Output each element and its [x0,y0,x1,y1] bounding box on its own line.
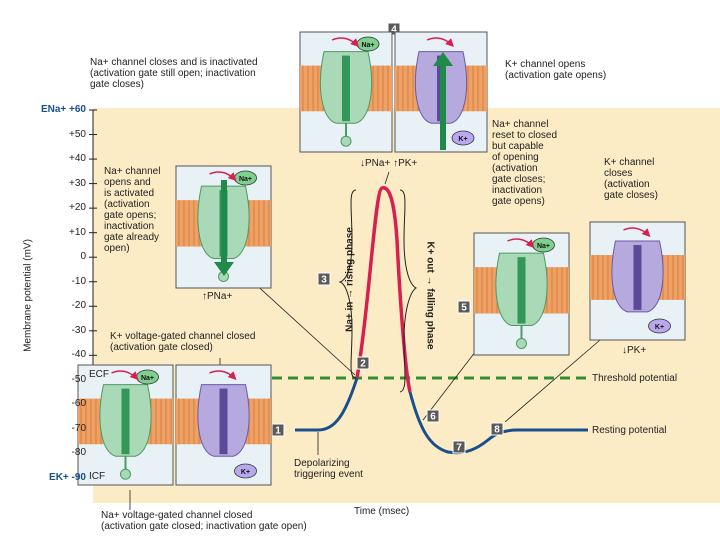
icf-label: ICF [89,471,106,482]
y-tick-label: -60 [71,398,86,410]
panel-na-inactivated: Na+ [299,31,393,153]
rising-phase-label: Na+ in → rising phase [344,227,356,332]
caption-na-closed: Na+ voltage-gated channel closed (activa… [101,510,307,532]
caption-na-reset: Na+ channel reset to closed but capable … [492,119,558,207]
threshold-label: Threshold potential [592,373,678,384]
k-efflux-arrow [433,52,453,150]
resting-label: Resting potential [592,425,667,436]
y-tick-label: -40 [71,349,86,361]
step-number: 4 [391,25,397,36]
ion-label: K+ [655,324,664,331]
panel-k-closed: K+ [175,364,272,486]
ecf-label: ECF [89,369,109,380]
x-axis-label: Time (msec) [354,506,410,517]
resting-curve-left [295,377,359,432]
panel-k-closing: K+ [589,221,686,341]
channel-panels: Na+ K+ Na+ Na+ K+ Na+ K+ [77,31,686,486]
y-axis-label: Membrane potential (mV) [22,239,34,352]
step-number: 8 [494,425,500,436]
step-number: 1 [275,426,281,437]
caption-k-closed: K+ voltage-gated channel closed (activat… [110,331,256,353]
caption-k-opens: K+ channel opens (activation gate opens) [505,59,607,81]
pna-pk-label: ↓PNa+ ↑PK+ [360,158,418,169]
y-tick-label: ENa+ +60 [40,104,86,115]
y-tick-label: +30 [69,177,86,189]
rising-phase-brace [338,189,357,379]
leader-peak [384,171,390,185]
spike-curve [355,186,412,393]
step-number: 3 [321,275,327,286]
caption-na-opens: Na+ channel opens and is activated (acti… [104,166,161,254]
pna-label: ↑PNa+ [202,291,233,302]
y-tick-label: +10 [69,226,86,238]
y-tick-label: -80 [71,447,86,459]
step-number: 5 [461,303,467,314]
step-badge-2: 2 [356,356,370,370]
step-badges: 1 2 3 4 5 6 7 8 [271,22,504,454]
ion-label: K+ [458,136,467,143]
y-tick-label: 0 [80,251,86,263]
y-tick-label: -50 [71,373,86,385]
y-tick-label: -30 [71,324,86,336]
panel-na-closed: Na+ [77,364,174,486]
resting-curve-right [408,391,588,455]
step-badge-8: 8 [490,422,504,436]
ion-label: Na+ [141,375,154,382]
step-badge-5: 5 [457,300,471,314]
panel-na-reset: Na+ [473,232,570,356]
y-tick-label: +20 [69,202,86,214]
leader-k-closes [504,339,601,423]
y-tick-label: EK+ -90 [49,472,86,483]
step-badge-1: 1 [271,423,285,437]
y-tick-label: +40 [69,153,86,165]
depolarizing-label: Depolarizing triggering event [294,458,363,480]
ion-label: Na+ [537,243,550,250]
step-number: 2 [360,359,366,370]
y-tick-label: -20 [71,300,86,312]
step-number: 7 [456,443,462,454]
na-influx-arrow [214,180,234,276]
step-badge-6: 6 [426,409,440,423]
y-tick-label: +50 [69,128,86,140]
ion-label: Na+ [239,176,252,183]
y-tick-label: -10 [71,275,86,287]
step-badge-7: 7 [452,440,466,454]
caption-na-closes-inactivated: Na+ channel closes and is inactivated (a… [90,57,258,90]
pk-down-label: ↓PK+ [622,345,647,356]
y-tick-label: -70 [71,422,86,434]
caption-k-closes: K+ channel closes (activation gate close… [604,157,658,201]
falling-phase-label: K+ out → falling phase [424,241,436,350]
step-badge-3: 3 [317,272,331,286]
ion-label: Na+ [361,42,374,49]
falling-phase-brace [399,189,417,393]
step-number: 6 [430,412,436,423]
ion-label: K+ [241,469,250,476]
